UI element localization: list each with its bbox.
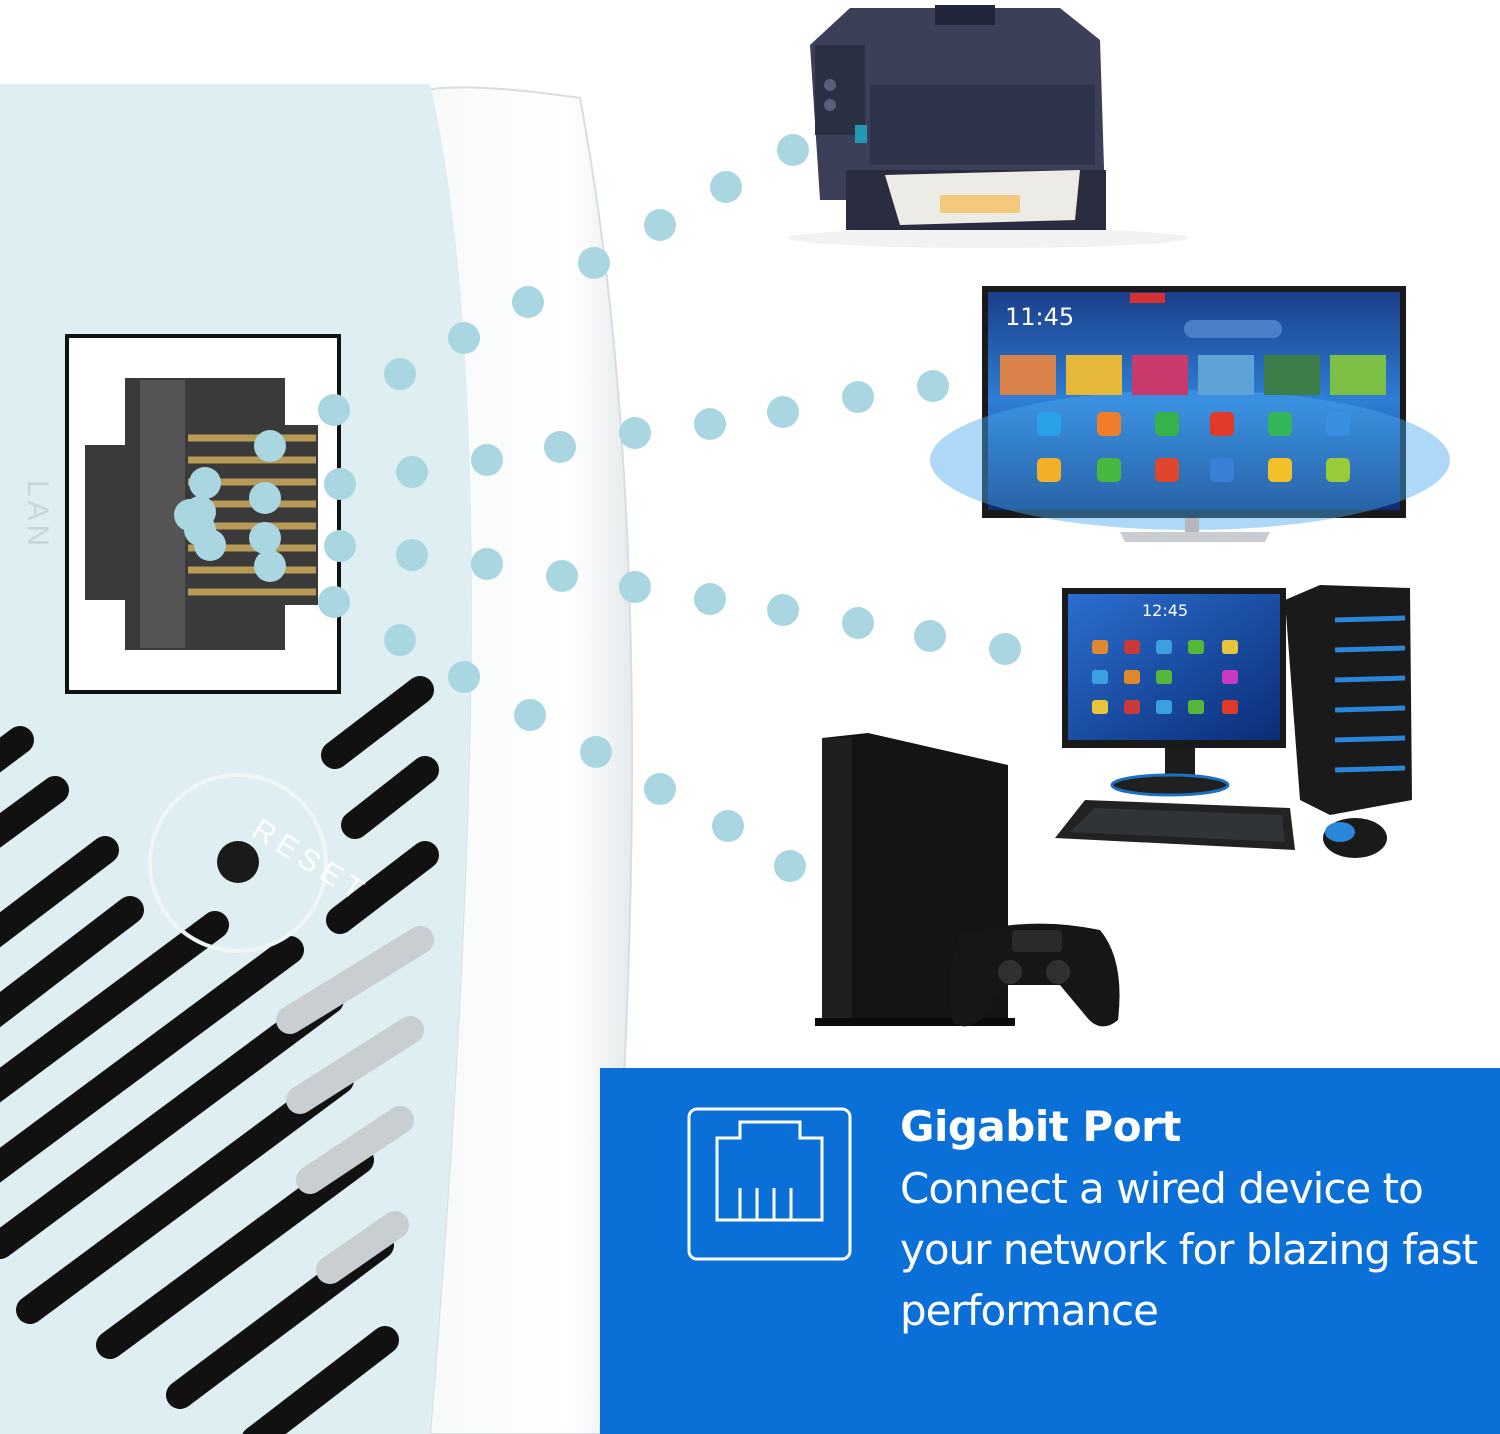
signal-dot	[694, 408, 726, 440]
signal-dot	[917, 370, 949, 402]
signal-dot	[544, 431, 576, 463]
vent-grille	[0, 676, 439, 1434]
signal-dot	[471, 444, 503, 476]
signal-dot	[694, 583, 726, 615]
signal-dot	[396, 539, 428, 571]
signal-dot	[448, 661, 480, 693]
feature-description: Connect a wired device to your network f…	[900, 1164, 1478, 1335]
game-console-icon	[815, 733, 1120, 1027]
signal-dot	[546, 560, 578, 592]
ethernet-port-icon	[687, 1107, 852, 1261]
signal-dot	[396, 456, 428, 488]
signal-dot	[619, 417, 651, 449]
signal-dot	[471, 548, 503, 580]
signal-dot	[578, 247, 610, 279]
signal-dot	[644, 209, 676, 241]
signal-dot	[512, 286, 544, 318]
signal-dot	[384, 624, 416, 656]
signal-dot	[384, 358, 416, 390]
signal-dot	[249, 522, 281, 554]
signal-dot	[194, 529, 226, 561]
pc-clock: 12:45	[1142, 601, 1188, 620]
signal-dot	[619, 571, 651, 603]
signal-dot	[989, 633, 1021, 665]
tv-clock: 11:45	[1005, 303, 1074, 331]
signal-dot	[774, 850, 806, 882]
signal-dot	[914, 620, 946, 652]
signal-dot	[324, 468, 356, 500]
tv-icon: 11:45	[930, 286, 1450, 542]
signal-dot	[712, 810, 744, 842]
signal-dot	[189, 467, 221, 499]
signal-dot	[767, 594, 799, 626]
signal-dot	[254, 550, 286, 582]
printer-icon	[788, 5, 1188, 248]
signal-dot	[644, 773, 676, 805]
signal-dot	[249, 482, 281, 514]
feature-title: Gigabit Port	[900, 1102, 1181, 1151]
desktop-computer-icon: 12:45	[1055, 585, 1412, 858]
signal-dot	[324, 530, 356, 562]
feature-panel	[600, 1068, 1500, 1434]
signal-dot	[842, 381, 874, 413]
signal-dot	[514, 699, 546, 731]
signal-dot	[254, 430, 286, 462]
signal-dot	[448, 322, 480, 354]
signal-dot	[580, 736, 612, 768]
signal-dot	[318, 394, 350, 426]
signal-dot	[842, 607, 874, 639]
signal-dot	[318, 586, 350, 618]
signal-dots	[174, 134, 1021, 882]
signal-dot	[710, 171, 742, 203]
lan-label: LAN	[21, 480, 54, 550]
signal-dot	[777, 134, 809, 166]
signal-dot	[767, 396, 799, 428]
